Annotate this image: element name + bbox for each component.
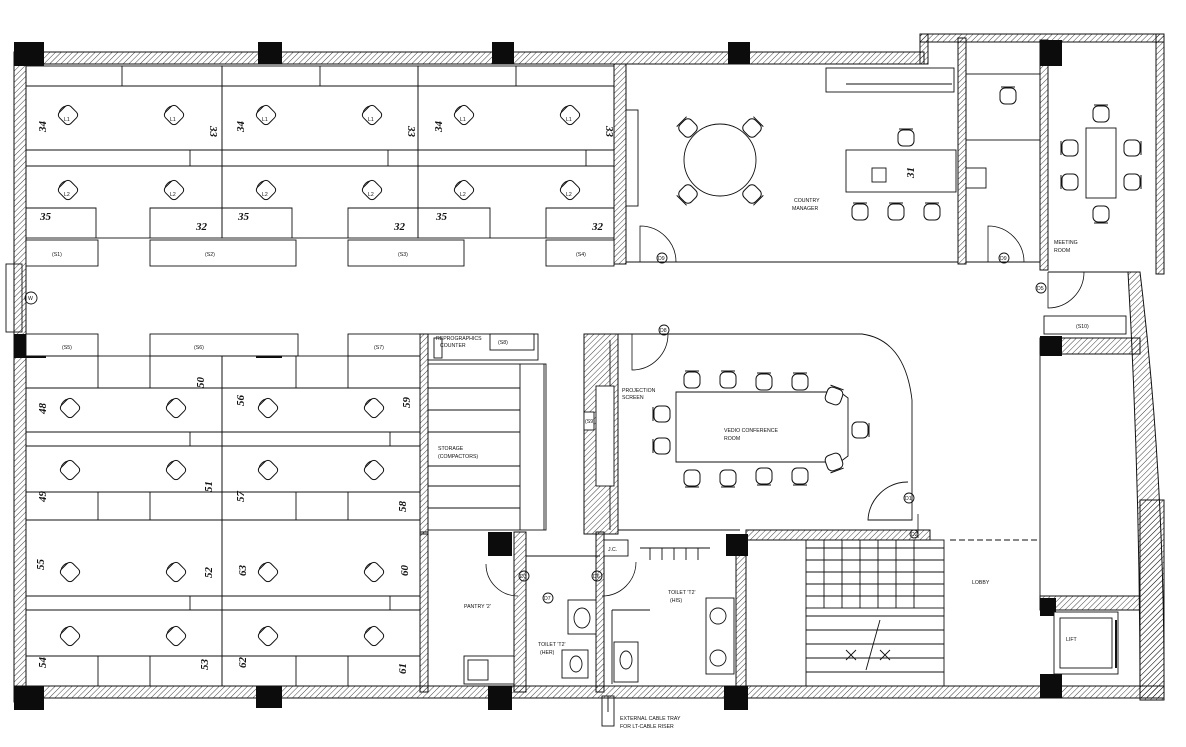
reprographics-line1: REPROGRAPHICS	[436, 336, 482, 342]
manager-desk-number: 31	[905, 167, 917, 179]
toilet-his-line1: TOILET 'T2'	[668, 590, 695, 596]
window-marker: W	[5, 263, 38, 333]
door-tag: D8	[660, 328, 667, 334]
door-tag: D1	[905, 496, 912, 502]
workstation-number: 33	[603, 125, 615, 138]
meeting-room-line2: ROOM	[1054, 248, 1070, 254]
workstation-number: 50	[195, 377, 207, 389]
workstation-number: 62	[237, 657, 249, 669]
chair-tag: L1	[64, 117, 70, 123]
vc-line2: ROOM	[724, 436, 740, 442]
toilet-his-line2: (HIS)	[670, 598, 682, 604]
workstation-number: 35	[435, 211, 448, 223]
workstation-number: 60	[399, 565, 411, 577]
window-tag: W	[28, 296, 33, 302]
workstation-number: 33	[405, 125, 417, 138]
workstation-number: 34	[235, 121, 247, 134]
door-tag: D2	[911, 532, 918, 538]
workstation-number: 63	[237, 565, 249, 577]
lobby-label: LOBBY	[972, 580, 990, 586]
chair-tag: L2	[64, 192, 70, 198]
vc-line1: VEDIO CONFERENCE	[724, 428, 778, 434]
workstation-number: 32	[591, 221, 604, 233]
workstation-number: 34	[37, 121, 49, 134]
workstation-number: 49	[37, 491, 49, 504]
stairs-lobby: LOBBY LIFT D2 D5	[746, 354, 1119, 687]
door-tag: D9	[1000, 256, 1007, 262]
workstation-number: 52	[203, 567, 215, 579]
door-tag: D7	[544, 596, 551, 602]
storage-compactors: (S8) REPROGRAPHICS COUNTER STORAGE (COMP…	[427, 333, 547, 531]
storage-line1: STORAGE	[438, 446, 464, 452]
chair-tag: L2	[460, 192, 466, 198]
workstation-number: 58	[397, 501, 409, 513]
country-manager-line2: MANAGER	[792, 206, 818, 212]
storage-tag: (S8)	[498, 340, 508, 346]
workstation-number: 53	[199, 659, 211, 671]
workstation-number: 55	[35, 559, 47, 571]
chair-tag: L1	[170, 117, 176, 123]
storage-tag: (S3)	[398, 252, 408, 258]
lift-label: LIFT	[1066, 637, 1077, 643]
storage-tag: (S5)	[62, 345, 72, 351]
meeting-room-line1: MEETING	[1054, 240, 1078, 246]
storage-line2: (COMPACTORS)	[438, 454, 478, 460]
pantry-label: PANTRY '2'	[464, 604, 491, 610]
workstation-number: 35	[39, 211, 52, 223]
storage-tag: (S7)	[374, 345, 384, 351]
workstation-number: 33	[207, 125, 219, 138]
projection-line2: SCREEN	[622, 395, 644, 401]
storage-tag: (S1)	[52, 252, 62, 258]
jc-label: J.C.	[608, 547, 617, 553]
workstation-number: 48	[37, 403, 49, 416]
workstation-number: 51	[203, 481, 215, 492]
country-manager-line1: COUNTRY	[794, 198, 820, 204]
workstation-number: 61	[397, 663, 409, 674]
workstation-number: 32	[393, 221, 406, 233]
workstation-number: 34	[433, 121, 445, 134]
door-tag: D3	[520, 574, 527, 580]
meeting-room: D9 MEETING ROOM D5 (S10)	[965, 73, 1142, 335]
bottom-workstations: (S5) (S6) (S7)	[25, 333, 421, 687]
top-workstations: L1 L1 L2 L2 L1 L1 L2 L2 L1 L1 L2 L2 34 3…	[25, 65, 615, 267]
toilet-her-line2: (HER)	[540, 650, 555, 656]
video-conference-room: PROJECTION SCREEN VEDIO CONFERENCE ROOM …	[583, 324, 915, 531]
workstation-number: 59	[401, 397, 413, 409]
workstation-number: 54	[37, 657, 49, 669]
chair-tag: L1	[262, 117, 268, 123]
storage-tag: (S6)	[194, 345, 204, 351]
outer-walls	[13, 33, 1165, 703]
cable-tray-line1: EXTERNAL CABLE TRAY	[620, 716, 681, 722]
door-tag: D5	[1037, 286, 1044, 292]
storage-tag: (S2)	[205, 252, 215, 258]
cable-tray-line2: FOR LT-CABLE RISER	[620, 724, 674, 730]
door-tag: D9	[658, 256, 665, 262]
storage-tag: (S10)	[1076, 324, 1089, 330]
workstation-number: 56	[235, 395, 247, 407]
workstation-number: 57	[235, 491, 247, 503]
service-core: D3 PANTRY '2' D6 D7 TOILET 'T2' (HER) J.…	[463, 539, 735, 730]
toilet-her-line1: TOILET 'T2'	[538, 642, 565, 648]
chair-tag: L2	[170, 192, 176, 198]
chair-tag: L2	[368, 192, 374, 198]
workstation-number: 32	[195, 221, 208, 233]
workstation-number: 35	[237, 211, 250, 223]
chair-tag: L1	[566, 117, 572, 123]
chair-tag: L2	[262, 192, 268, 198]
storage-tag: (S9)	[585, 419, 595, 425]
chair-tag: L1	[460, 117, 466, 123]
chair-tag: L2	[566, 192, 572, 198]
door-tag: D6	[593, 574, 600, 580]
projection-line1: PROJECTION	[622, 388, 656, 394]
reprographics-line2: COUNTER	[440, 343, 466, 349]
storage-tag: (S4)	[576, 252, 586, 258]
country-manager-room: 31 COUNTRY MANAGER D9	[625, 67, 958, 264]
chair-tag: L1	[368, 117, 374, 123]
